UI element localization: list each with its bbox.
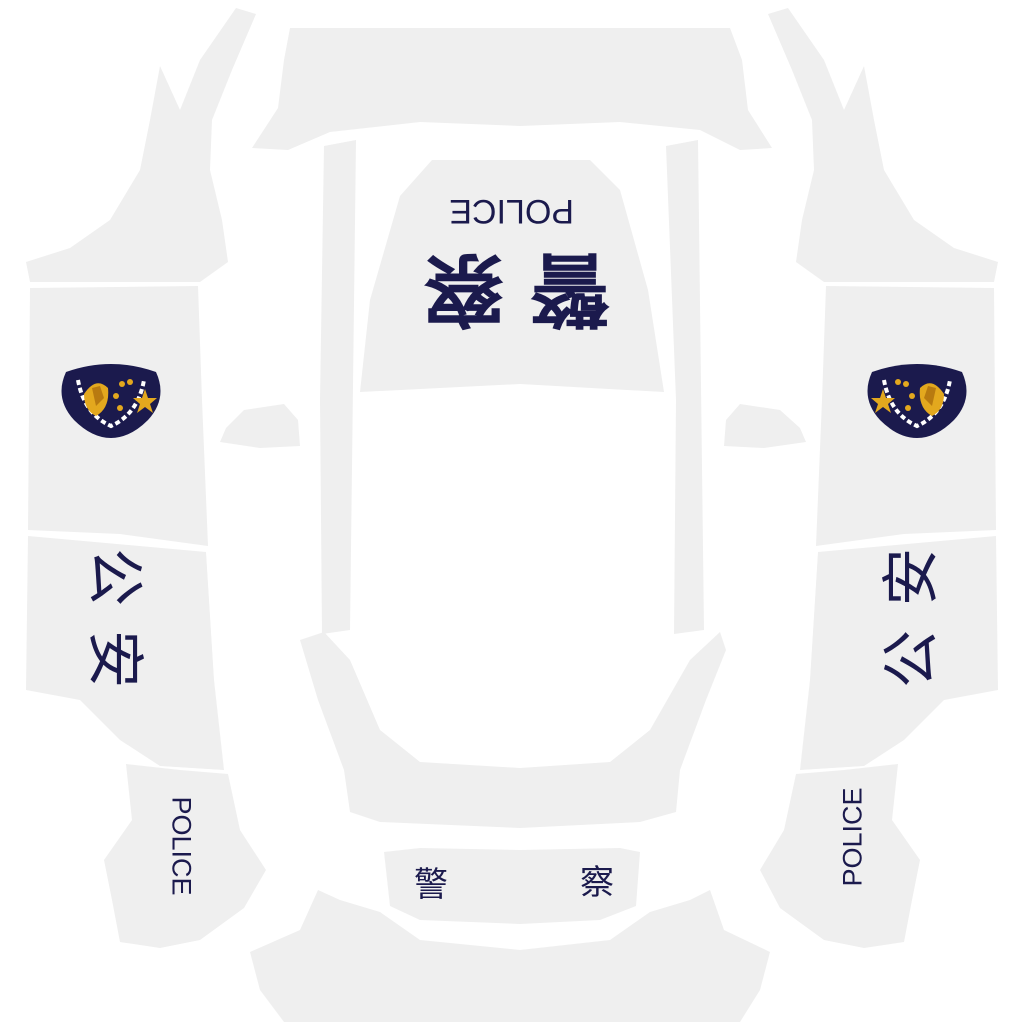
left-rear-quarter-panel [26,8,256,282]
left-fender-police-text: POLICE [166,796,197,896]
trunk-police-text: POLICE [449,192,574,230]
left-rear-door-panel [26,536,224,770]
trunk-zh-left: 察 [424,242,504,335]
left-door-zh-top: 公 [81,547,150,607]
right-rear-quarter-panel [768,8,998,282]
police-emblem-left-icon [61,364,161,438]
front-zh-right: 察 [580,863,614,903]
trunk-panel [360,160,664,392]
right-rear-door-panel [800,536,998,770]
rear-bumper-panel [252,28,772,150]
right-fender-panel [760,764,920,948]
trunk-zh-right: 警 [530,242,610,335]
right-door-zh-bottom: 公 [877,629,946,689]
left-mirror-panel [220,404,300,448]
right-mirror-panel [724,404,806,448]
front-bumper-panel [250,890,770,1022]
police-emblem-right-icon [867,364,967,438]
left-door-zh-bottom: 安 [81,629,150,689]
front-zh-left: 警 [414,865,448,905]
right-roof-rail-panel [666,140,704,634]
right-door-zh-top: 安 [877,547,946,607]
hood-panel [300,632,726,828]
front-nose-panel [384,848,640,924]
left-roof-rail-panel [320,140,356,634]
right-fender-police-text: POLICE [837,787,868,887]
left-fender-panel [104,764,266,948]
